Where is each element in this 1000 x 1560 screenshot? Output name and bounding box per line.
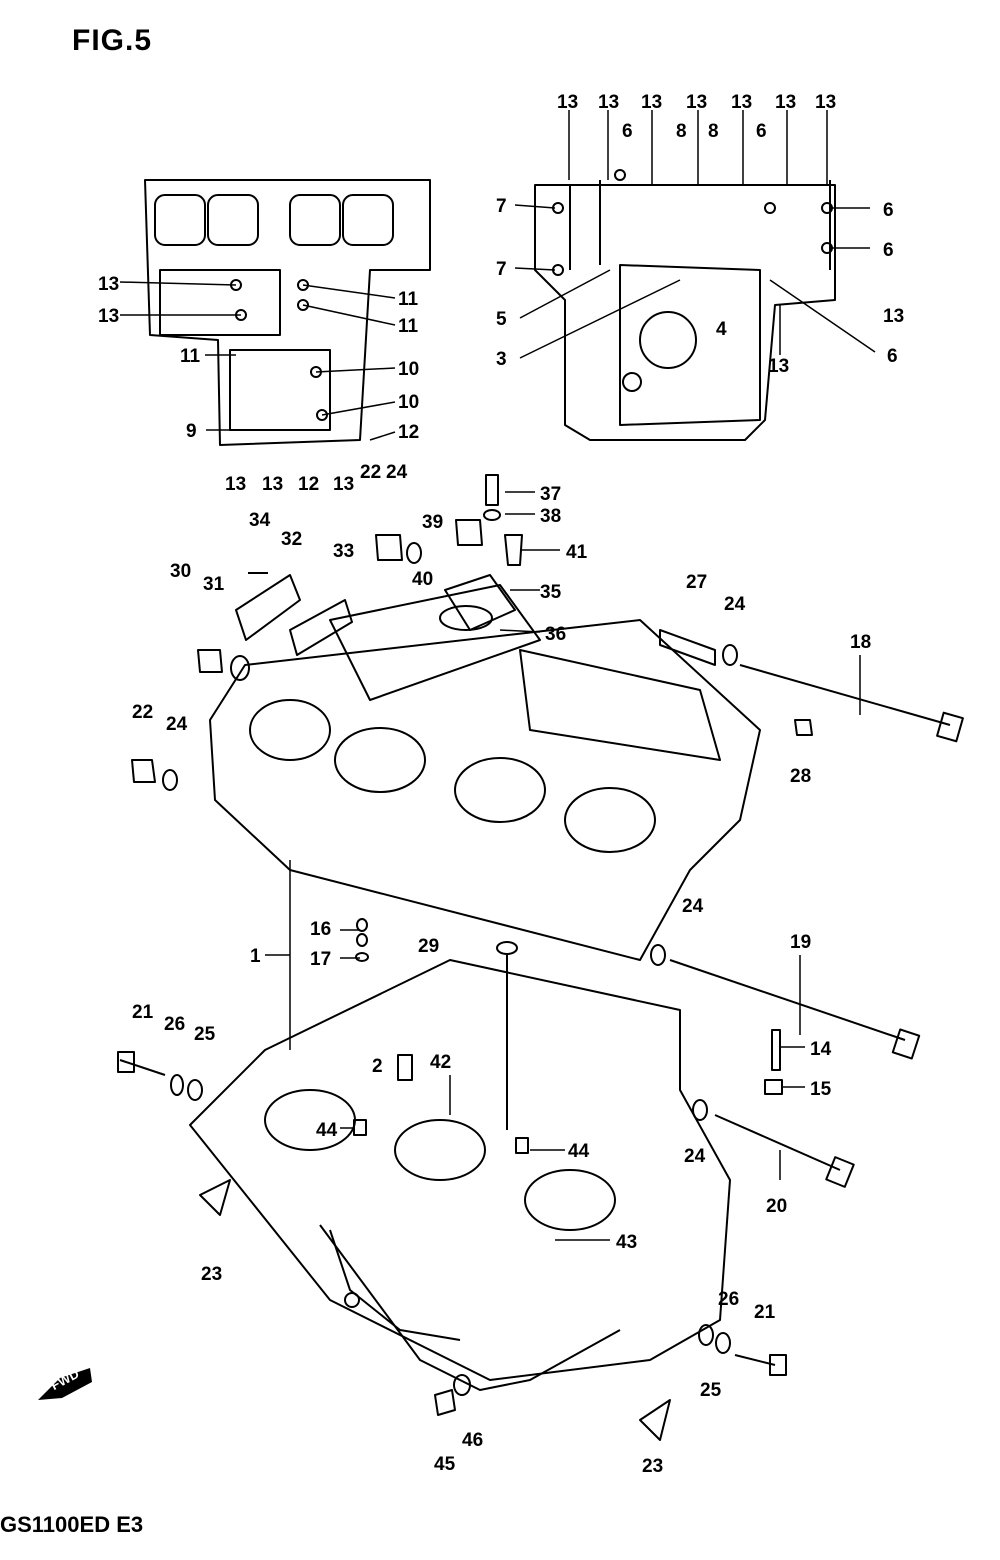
callout: 13 <box>641 92 662 113</box>
forward-arrow-icon <box>38 1368 92 1400</box>
callout: 6 <box>756 121 767 142</box>
callout: 9 <box>186 421 197 442</box>
callout: 33 <box>333 541 354 562</box>
callout: 27 <box>686 572 707 593</box>
callout: 13 <box>731 92 752 113</box>
callout: 10 <box>398 392 419 413</box>
model-code: GS1100ED E3 <box>0 1512 144 1537</box>
callout: 36 <box>545 624 566 645</box>
callout: 1 <box>250 946 261 967</box>
callout: 16 <box>310 919 331 940</box>
callout: 24 <box>724 594 746 615</box>
callout: 24 <box>682 896 704 917</box>
callout: 13 <box>98 274 119 295</box>
callout: 5 <box>496 309 507 330</box>
callout: 42 <box>430 1052 451 1073</box>
callout: 7 <box>496 196 507 217</box>
figure-title: FIG.5 <box>72 24 153 57</box>
callout: 14 <box>810 1039 832 1060</box>
callout: 19 <box>790 932 811 953</box>
fasteners <box>117 474 964 1441</box>
lower-crankcase <box>189 959 731 1391</box>
callout: 24 <box>166 714 188 735</box>
callout: 44 <box>316 1120 338 1141</box>
callout: 13 <box>686 92 707 113</box>
callout: 28 <box>790 766 811 787</box>
callout: 45 <box>434 1454 456 1475</box>
callout: 8 <box>676 121 687 142</box>
callout: 12 <box>298 474 319 495</box>
callout: 37 <box>540 484 561 505</box>
callout: 13 <box>225 474 246 495</box>
upper-crankcase <box>209 584 761 961</box>
callout: 13 <box>883 306 904 327</box>
callout: 3 <box>496 349 507 370</box>
callout: 31 <box>203 574 225 595</box>
callout: 32 <box>281 529 302 550</box>
callout: 18 <box>850 632 871 653</box>
callout: 22 <box>132 702 153 723</box>
callout: 4 <box>716 319 727 340</box>
callout: 2 <box>372 1056 383 1077</box>
callout: 41 <box>566 542 588 563</box>
callout: 8 <box>708 121 719 142</box>
callout: 20 <box>766 1196 787 1217</box>
callout: 13 <box>262 474 283 495</box>
callout: 29 <box>418 936 439 957</box>
callout: 34 <box>249 510 271 531</box>
callout: 13 <box>768 356 789 377</box>
callout: 6 <box>622 121 633 142</box>
callout: 15 <box>810 1079 832 1100</box>
callout: 21 <box>754 1302 776 1323</box>
callout: 11 <box>398 316 419 337</box>
callout: 30 <box>170 561 191 582</box>
callout: 17 <box>310 949 331 970</box>
callout: 13 <box>557 92 578 113</box>
callout: 21 <box>132 1002 154 1023</box>
callout: 25 <box>194 1024 216 1045</box>
callout: 6 <box>883 200 894 221</box>
callout: 26 <box>164 1014 185 1035</box>
callout: 22 <box>360 462 381 483</box>
callout: 11 <box>180 346 201 367</box>
callout: 39 <box>422 512 443 533</box>
callout: 24 <box>684 1146 706 1167</box>
callout: 13 <box>333 474 354 495</box>
callout: 35 <box>540 582 562 603</box>
callout: 24 <box>386 462 408 483</box>
leader-lines <box>119 110 876 1241</box>
callout: 6 <box>883 240 894 261</box>
callout: 23 <box>201 1264 222 1285</box>
callout: 12 <box>398 422 419 443</box>
callout: 44 <box>568 1141 590 1162</box>
callout-labels: 13 13 13 13 13 13 13 6 8 8 6 7 7 6 6 5 4… <box>98 92 904 1477</box>
callout: 23 <box>642 1456 663 1477</box>
callout: 25 <box>700 1380 722 1401</box>
callout: 38 <box>540 506 561 527</box>
callout: 26 <box>718 1289 739 1310</box>
callout: 43 <box>616 1232 637 1253</box>
callout: 13 <box>598 92 619 113</box>
callout: 10 <box>398 359 419 380</box>
callout: 7 <box>496 259 507 280</box>
callout: 13 <box>815 92 836 113</box>
callout: 13 <box>98 306 119 327</box>
callout: 13 <box>775 92 796 113</box>
callout: 6 <box>887 346 898 367</box>
callout: 11 <box>398 289 419 310</box>
callout: 40 <box>412 569 433 590</box>
crankcase-top-view-left <box>144 179 431 446</box>
callout: 46 <box>462 1430 483 1451</box>
crankcase-bottom-view-right <box>534 169 836 441</box>
